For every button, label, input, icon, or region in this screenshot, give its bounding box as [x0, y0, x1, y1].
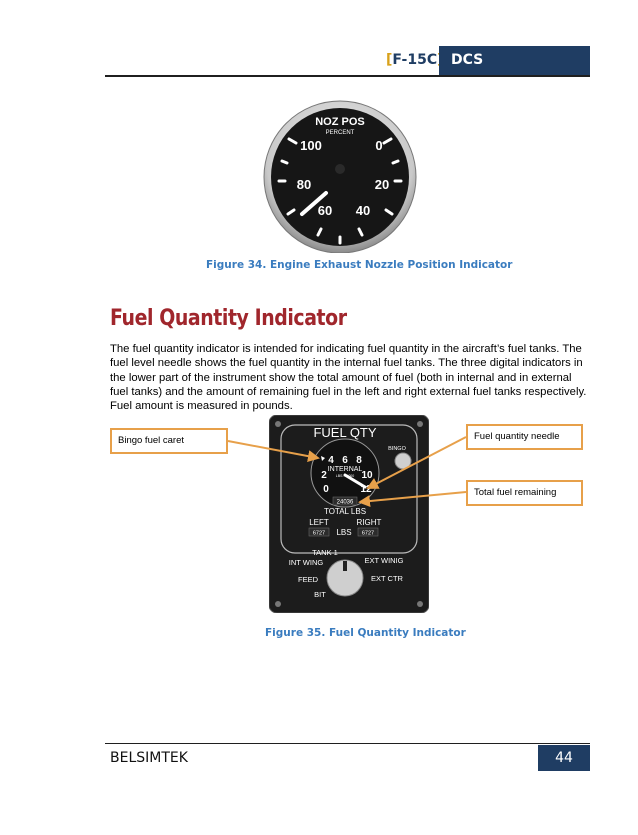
- figure-35-caption: Figure 35. Fuel Quantity Indicator: [265, 627, 466, 639]
- fuel-qty-panel: FUEL QTY BINGO 4 6 8 2 10 0 12 INTERNAL …: [269, 415, 429, 613]
- lbs-label: LBS: [336, 528, 351, 537]
- scale-80: 80: [297, 177, 311, 192]
- panel-title: FUEL QTY: [313, 425, 376, 440]
- right-value: 6727: [362, 531, 374, 537]
- dial-0: 0: [323, 484, 329, 495]
- selector-ext-wing: EXT WINIG: [364, 556, 403, 565]
- tank-selector-knob[interactable]: [326, 559, 364, 597]
- scale-0: 0: [375, 138, 382, 153]
- gauge-needle: [300, 191, 328, 216]
- left-label: LEFT: [309, 518, 329, 527]
- header-rule: [105, 75, 590, 77]
- dial-label: INTERNAL: [328, 466, 363, 473]
- callout-total-fuel: Total fuel remaining: [466, 480, 583, 506]
- figure-34-caption: Figure 34. Engine Exhaust Nozzle Positio…: [206, 259, 513, 271]
- nozzle-position-gauge: NOZ POS PERCENT 100 0 80 20 60 40: [263, 100, 417, 253]
- dial-6: 6: [342, 455, 348, 466]
- fuel-needle: [343, 473, 367, 489]
- selector-tank1: TANK 1: [312, 548, 338, 557]
- total-value: 24036: [337, 500, 354, 506]
- selector-feed: FEED: [298, 575, 319, 584]
- section-title: Fuel Quantity Indicator: [110, 306, 347, 331]
- selector-ext-ctr: EXT CTR: [371, 574, 404, 583]
- dial-4: 4: [328, 455, 334, 466]
- footer-rule: [105, 743, 590, 744]
- left-value: 6727: [313, 531, 325, 537]
- dial-10: 10: [361, 470, 373, 481]
- scale-20: 20: [375, 177, 389, 192]
- scale-40: 40: [356, 203, 370, 218]
- gauge-title: NOZ POS: [315, 116, 365, 128]
- dial-2: 2: [321, 470, 327, 481]
- dial-12: 12: [360, 484, 372, 495]
- selector-int-wing: INT WING: [289, 558, 324, 567]
- callout-bingo-caret: Bingo fuel caret: [110, 428, 228, 454]
- right-label: RIGHT: [357, 518, 382, 527]
- footer-company: BELSIMTEK: [110, 750, 188, 766]
- header-tag: DCS: [439, 46, 590, 75]
- total-label: TOTAL LBS: [324, 507, 366, 516]
- page-number: 44: [538, 745, 590, 771]
- scale-60: 60: [318, 203, 332, 218]
- gauge-subtitle: PERCENT: [326, 130, 355, 136]
- bingo-label: BINGO: [388, 446, 406, 452]
- selector-bit: BIT: [314, 590, 326, 599]
- section-body: The fuel quantity indicator is intended …: [110, 343, 587, 413]
- dial-8: 8: [356, 455, 362, 466]
- bingo-caret: [321, 456, 325, 461]
- scale-100: 100: [300, 138, 322, 153]
- callout-fuel-needle: Fuel quantity needle: [466, 424, 583, 450]
